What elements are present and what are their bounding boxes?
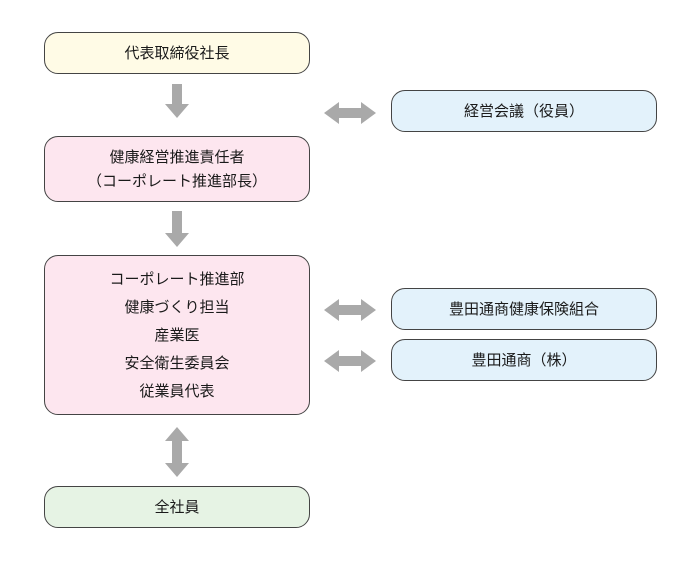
team-line-4: 安全衛生委員会 bbox=[124, 354, 230, 372]
all-employees-box: 全社員 bbox=[44, 486, 310, 528]
health-insurance-box: 豊田通商健康保険組合 bbox=[391, 288, 657, 330]
executive-meeting-box: 経営会議（役員） bbox=[391, 90, 657, 132]
horizontal-double-arrow-icon bbox=[324, 350, 376, 372]
promotion-team-box: コーポレート推進部 健康づくり担当 産業医 安全衛生委員会 従業員代表 bbox=[44, 255, 310, 415]
health-insurance-label: 豊田通商健康保険組合 bbox=[448, 300, 599, 318]
team-line-1: コーポレート推進部 bbox=[109, 270, 245, 288]
health-officer-box: 健康経営推進責任者 （コーポレート推進部長） bbox=[44, 136, 310, 202]
vertical-double-arrow-icon bbox=[165, 427, 189, 477]
ceo-box: 代表取締役社長 bbox=[44, 32, 310, 74]
team-line-3: 産業医 bbox=[154, 326, 200, 344]
company-label: 豊田通商（株） bbox=[471, 351, 577, 369]
ceo-label: 代表取締役社長 bbox=[124, 44, 230, 62]
down-arrow-icon bbox=[165, 211, 189, 247]
horizontal-double-arrow-icon bbox=[324, 102, 376, 124]
team-line-2: 健康づくり担当 bbox=[124, 298, 230, 316]
executive-meeting-label: 経営会議（役員） bbox=[463, 102, 584, 120]
all-employees-label: 全社員 bbox=[154, 498, 200, 516]
horizontal-double-arrow-icon bbox=[324, 299, 376, 321]
health-officer-line-2: （コーポレート推進部長） bbox=[86, 172, 267, 190]
down-arrow-icon bbox=[165, 84, 189, 118]
company-box: 豊田通商（株） bbox=[391, 339, 657, 381]
team-line-5: 従業員代表 bbox=[139, 382, 215, 400]
health-officer-line-1: 健康経営推進責任者 bbox=[109, 148, 245, 166]
